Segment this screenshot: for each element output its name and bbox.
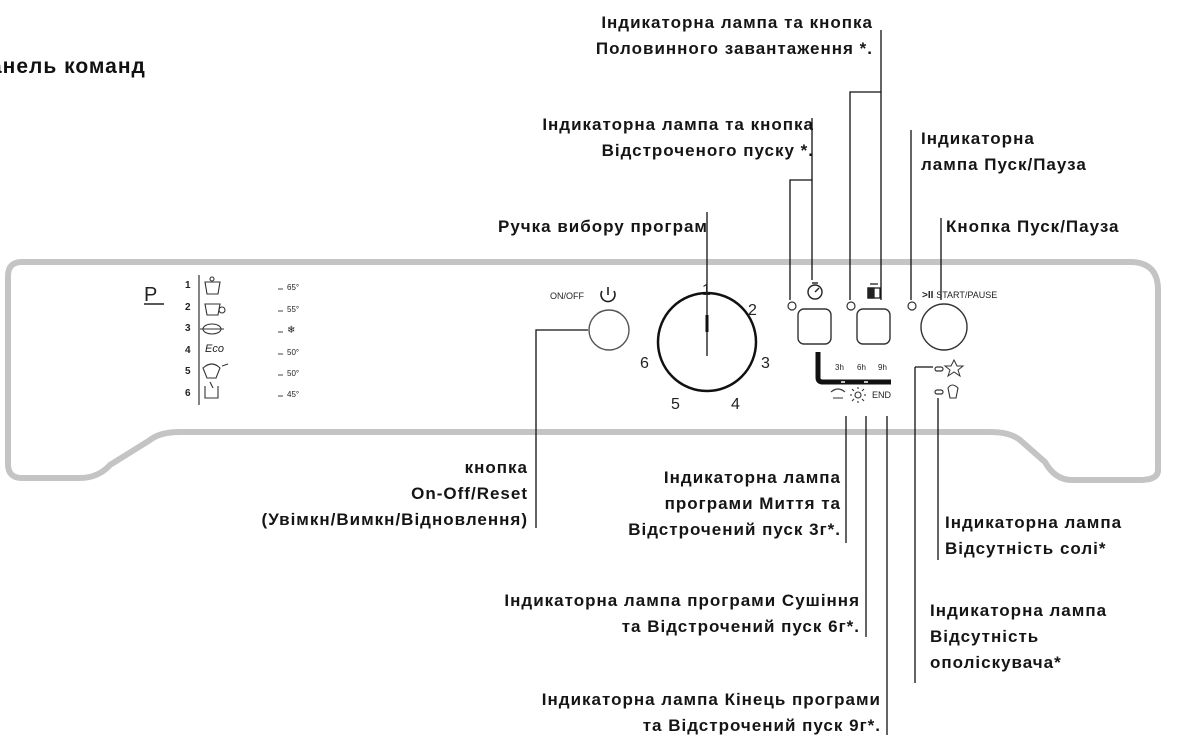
onoff-label: ON/OFF (550, 291, 584, 301)
callout-half-load: Індикаторна лампа та кнопка Половинного … (595, 13, 873, 58)
callout-wash-lamp: Індикаторна лампа програми Миття та Відс… (628, 468, 841, 539)
start-pause-button-shape (920, 303, 968, 351)
program-number: 2 (185, 302, 191, 313)
program-temp: 50° (287, 369, 300, 378)
callout-start-pause-lamp: Індикаторна лампа Пуск/Пауза (921, 129, 1087, 174)
wash-icon (830, 388, 846, 399)
callout-rinse-lamp: Індикаторна лампа Відсутність ополіскува… (930, 601, 1108, 672)
dial-number: 1 (702, 282, 711, 299)
salt-icon (943, 358, 965, 378)
program-icons (200, 276, 229, 399)
end-label: END (872, 390, 892, 400)
callout-onoff-button: кнопка On-Off/Reset (Увімкн/Вимкн/Віднов… (261, 458, 528, 529)
glass-icon (202, 363, 229, 379)
eco-icon: Eco (205, 343, 224, 355)
onoff-button-shape (588, 309, 630, 351)
dial-number: 2 (748, 302, 757, 319)
program-letter: P (144, 284, 158, 306)
program-number: 4 (185, 345, 191, 356)
program-number: 3 (185, 323, 191, 334)
program-temp: 65° (287, 283, 300, 292)
panel-outline (5, 259, 1161, 483)
program-temp: 50° (287, 348, 300, 357)
program-number: 5 (185, 366, 191, 377)
dial-number: 6 (640, 355, 649, 372)
dial-number: 4 (731, 396, 740, 413)
cup-icon (204, 381, 219, 399)
dry-icon (850, 387, 866, 403)
program-number: 1 (185, 280, 191, 291)
play-pause-icon: >II (922, 290, 937, 301)
dial-number: 3 (761, 355, 770, 372)
delay-6h-label: 6h (857, 363, 866, 372)
delay-9h-label: 9h (878, 363, 887, 372)
dial-number: 5 (671, 396, 680, 413)
timer-icon (807, 282, 823, 300)
pot-icon (204, 276, 221, 295)
power-icon (600, 287, 616, 303)
callout-dry-lamp: Індикаторна лампа програми Сушіння та Ві… (504, 591, 860, 636)
program-temp: 55° (287, 305, 300, 314)
delay-3h-label: 3h (835, 363, 844, 372)
pot-icon (204, 303, 226, 316)
callout-start-pause-button: Кнопка Пуск/Пауза (946, 217, 1120, 236)
half-load-icon (867, 283, 881, 299)
callout-salt-lamp: Індикаторна лампа Відсутність солі* (945, 513, 1123, 558)
delay-button-shape (797, 308, 832, 345)
callout-delay-start: Індикаторна лампа та кнопка Відстроченог… (542, 115, 814, 160)
diagram-title: анель команд (0, 55, 146, 78)
start-pause-panel-label: >II START/PAUSE (922, 290, 998, 301)
delay-bar (815, 352, 891, 385)
callout-program-knob: Ручка вибору програм (497, 217, 708, 236)
leader-lines (535, 30, 942, 735)
bowl-icon (200, 323, 224, 335)
half-load-button-shape (856, 308, 891, 345)
callout-end-lamp: Індикаторна лампа Кінець програми та Від… (541, 690, 881, 735)
program-temp: ❄ (287, 325, 296, 336)
program-number: 6 (185, 388, 191, 399)
program-temp: 45° (287, 390, 300, 399)
rinse-aid-icon (947, 384, 959, 399)
